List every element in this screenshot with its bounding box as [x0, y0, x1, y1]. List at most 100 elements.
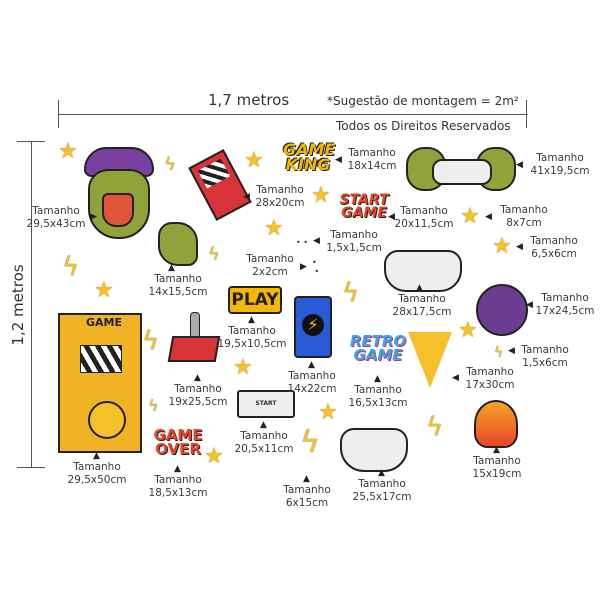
arrow-up-icon: ▲: [93, 451, 100, 461]
lightning-bolt-icon: ϟ: [148, 396, 159, 415]
lightning-bolt-icon: ϟ: [300, 425, 320, 460]
arrow-up-icon: ▲: [308, 360, 315, 370]
arrow-left-icon: ◀: [335, 155, 342, 165]
height-dimension-tick-bottom: [17, 467, 45, 468]
arrow-up-icon: ▲: [248, 315, 255, 325]
arrow-up-icon: ▲: [174, 464, 181, 474]
star-icon: ★: [458, 318, 478, 343]
arrow-right-icon: ▶: [90, 212, 97, 222]
gamepad-sticker: [384, 250, 462, 292]
star-icon: ★: [233, 355, 253, 380]
star-icon: ★: [244, 148, 264, 173]
lightning-bolt-icon: ϟ: [208, 244, 220, 265]
arrow-left-icon: ◀: [526, 300, 533, 310]
arrow-left-icon: ◀: [508, 346, 515, 356]
bomb-sticker: [476, 284, 528, 336]
width-label: 1,7 metros: [208, 91, 290, 109]
arrow-right-icon: ▶: [300, 262, 307, 272]
lightning-bolt-icon: ⚡: [302, 314, 324, 336]
width-dimension-line: [58, 114, 528, 115]
width-dimension-tick-left: [58, 100, 59, 128]
arrow-up-icon: ▲: [374, 374, 381, 384]
handheld-console-sticker: [188, 149, 252, 221]
star-icon: ★: [311, 183, 331, 208]
arrow-left-icon: ◀: [388, 212, 395, 222]
lightning-bolt-icon: ϟ: [342, 278, 360, 308]
dinosaur-sticker: [78, 147, 156, 245]
lightning-bolt-icon: ϟ: [164, 154, 176, 175]
star-icon: ★: [460, 204, 480, 229]
arrow-up-icon: ▲: [416, 283, 423, 293]
star-icon: ★: [318, 400, 338, 425]
arrow-left-icon: ◀: [516, 242, 523, 252]
rights-note: Todos os Direitos Reservados: [336, 119, 511, 133]
arrow-left-icon: ◀: [516, 160, 523, 170]
arcade-marquee-text: GAME: [86, 316, 123, 329]
controller-sticker: [340, 428, 408, 472]
suggestion-note: *Sugestão de montagem = 2m²: [327, 94, 519, 108]
height-dimension-line: [31, 141, 32, 467]
star-icon: ★: [264, 216, 284, 241]
lightning-bolt-icon: ϟ: [426, 412, 444, 442]
height-label: 1,2 metros: [9, 264, 27, 346]
arrow-up-icon: ▲: [194, 373, 201, 383]
nes-controller-sticker: START: [237, 390, 295, 418]
lightning-bolt-icon: ϟ: [494, 345, 504, 361]
fire-sticker: [474, 400, 518, 448]
width-dimension-tick-right: [526, 100, 527, 128]
arrow-up-icon: ▲: [493, 445, 500, 455]
arrow-left-icon: ◀: [485, 212, 492, 222]
arrow-left-icon: ◀: [452, 373, 459, 383]
arrow-up-icon: ▲: [168, 263, 175, 273]
arrow-up-icon: ▲: [303, 474, 310, 484]
lightning-bolt-icon: ϟ: [142, 326, 160, 356]
lightning-bolt-icon: ϟ: [62, 252, 80, 282]
star-icon: ★: [204, 444, 224, 469]
play-sticker: PLAY: [228, 286, 282, 314]
arrow-up-icon: ▲: [378, 468, 385, 478]
claws-controller-sticker: [406, 147, 516, 191]
arrow-left-icon: ◀: [313, 236, 320, 246]
arrow-left-icon: ◀: [243, 192, 250, 202]
dots-icon: • •: [312, 258, 320, 276]
star-icon: ★: [492, 234, 512, 259]
arcade-sticker: GAME: [58, 313, 142, 453]
arrow-up-icon: ▲: [260, 420, 267, 430]
star-icon: ★: [94, 278, 114, 303]
joystick-sticker: [167, 312, 221, 362]
energy-can-sticker: ⚡: [294, 296, 332, 358]
dots-icon: • •: [296, 238, 308, 247]
pizza-sticker: [408, 332, 452, 388]
claw-sticker: [158, 222, 198, 266]
height-dimension-tick-top: [17, 141, 45, 142]
star-icon: ★: [58, 139, 78, 164]
